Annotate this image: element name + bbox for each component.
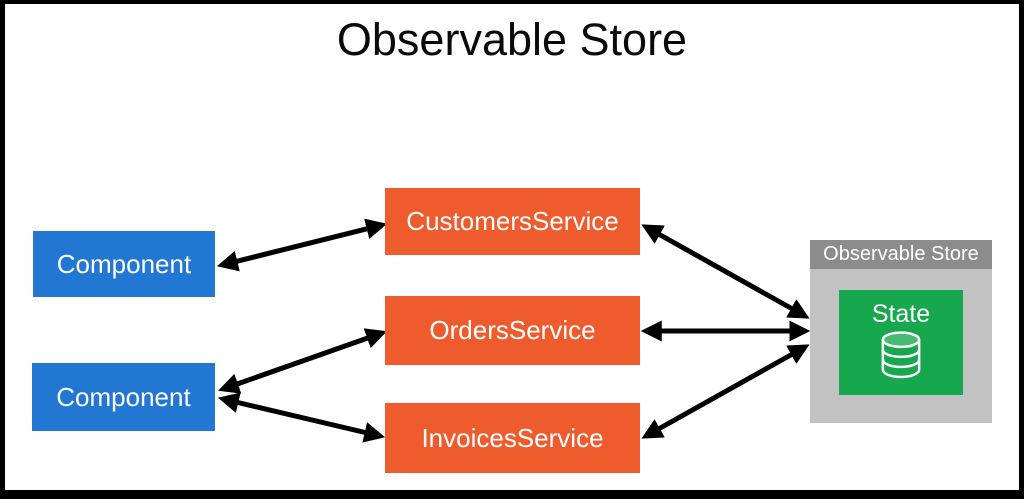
node-orders-service-label: OrdersService [429,315,596,345]
node-customers-service: CustomersService [385,188,640,255]
observable-store-header: Observable Store [810,240,992,269]
node-observable-store: Observable Store State [810,240,992,423]
node-component-top-label: Component [56,248,192,279]
edge-customers-service-store [641,224,810,319]
node-invoices-service-label: InvoicesService [421,422,604,453]
edge-component-bottom-invoices-service [217,392,386,443]
node-invoices-service: InvoicesService [385,403,640,473]
node-state: State [839,290,963,395]
diagram-title: Observable Store [336,14,688,65]
edge-invoices-service-store [641,344,810,439]
edge-component-top-customers-service [216,218,388,272]
state-label: State [871,300,931,328]
node-customers-service-label: CustomersService [406,206,619,236]
node-component-top: Component [33,231,215,297]
edge-component-bottom-orders-service [218,328,387,394]
node-component-bottom: Component [32,363,215,431]
database-icon [881,331,921,379]
observable-store-header-label: Observable Store [823,243,979,265]
node-component-bottom-label: Component [56,381,191,412]
node-orders-service: OrdersService [385,296,640,365]
